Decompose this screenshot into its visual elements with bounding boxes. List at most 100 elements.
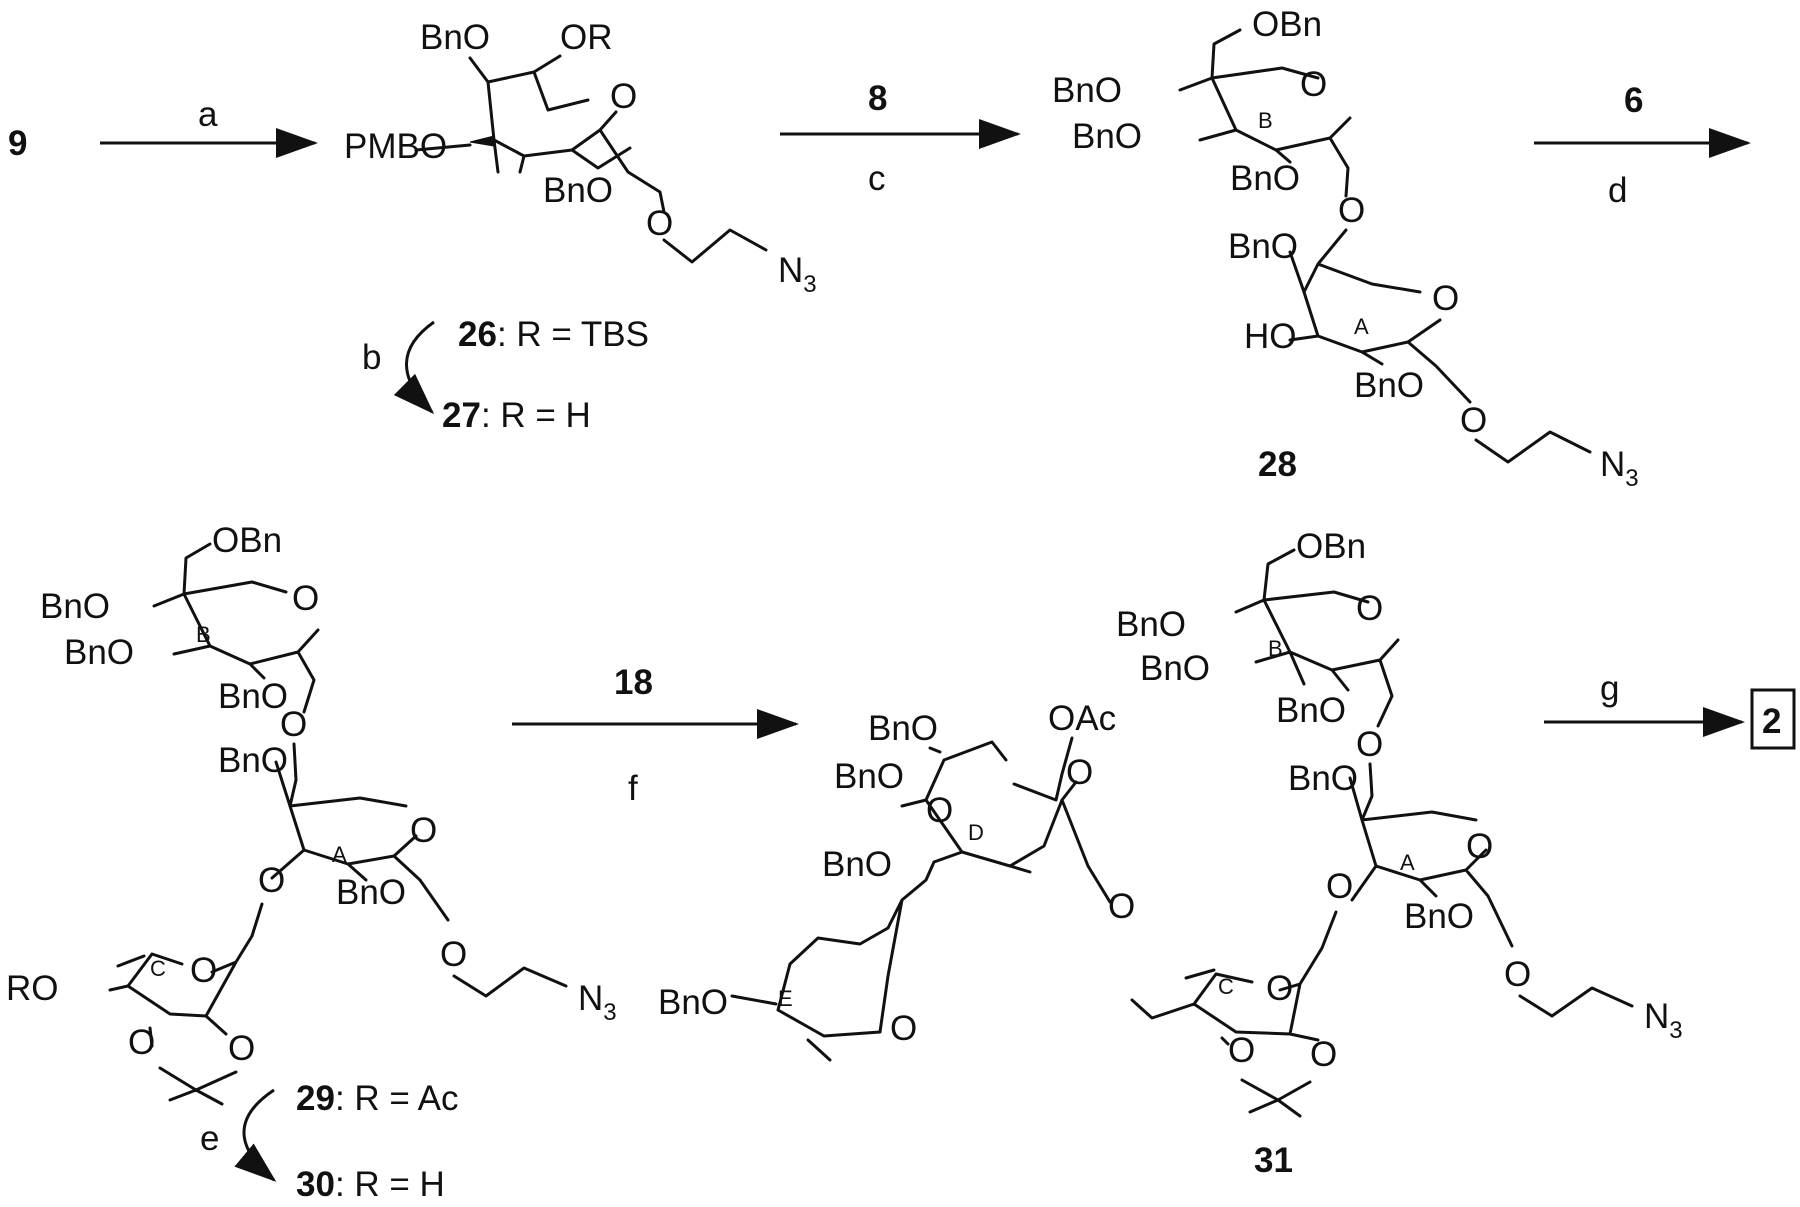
compound-30-label: 30 xyxy=(296,1165,335,1204)
product-2-label: 2 xyxy=(1762,702,1781,741)
azide-subscript: 3 xyxy=(603,999,616,1026)
ring-a-label: A xyxy=(1354,314,1369,339)
azide-group: N3 xyxy=(578,979,617,1026)
bno-group: BnO xyxy=(543,171,613,210)
ho-group: HO xyxy=(1244,317,1297,356)
bno-group: BnO xyxy=(1116,605,1186,644)
azide-n: N xyxy=(1600,445,1625,484)
ring-d-label: D xyxy=(968,820,984,845)
anomeric-oxygen: O xyxy=(646,204,673,243)
compound-28-label: 28 xyxy=(1258,445,1297,484)
glycosidic-oxygen-c: O xyxy=(258,861,285,900)
obn-group: OBn xyxy=(212,521,282,560)
bno-group: BnO xyxy=(1230,159,1300,198)
bno-group: BnO xyxy=(218,741,288,780)
bno-group: BnO xyxy=(1140,649,1210,688)
oac-group: OAc xyxy=(1048,699,1116,738)
bno-group: BnO xyxy=(336,873,406,912)
obn-group: OBn xyxy=(1296,527,1366,566)
reagent-8-label: 8 xyxy=(868,79,887,118)
azide-group: N3 xyxy=(778,251,817,298)
compound-28-structure: OBn BnO BnO BnO BnO HO BnO O O O O B A N… xyxy=(1052,5,1639,492)
wedge-bond xyxy=(469,135,495,147)
anomeric-oxygen: O xyxy=(1504,955,1531,994)
ring-oxygen-b: O xyxy=(1356,589,1383,628)
acetonide-oxygen: O xyxy=(228,1029,255,1068)
compound-26-label: 26 xyxy=(458,315,497,354)
ring-oxygen-a: O xyxy=(410,811,437,850)
glycosidic-oxygen: O xyxy=(1356,725,1383,764)
reagent-g-label: g xyxy=(1600,669,1619,708)
glycosidic-oxygen-d: O xyxy=(926,791,953,830)
ring-c-label: C xyxy=(150,956,166,981)
bno-group: BnO xyxy=(868,709,938,748)
azide-subscript: 3 xyxy=(1669,1017,1682,1044)
azide-group: N3 xyxy=(1644,997,1683,1044)
ring-oxygen-e: O xyxy=(890,1009,917,1048)
ring-oxygen-b: O xyxy=(1300,65,1327,104)
product-2-box xyxy=(1750,688,1796,750)
ring-c-label: C xyxy=(1218,974,1234,999)
ring-oxygen-b: O xyxy=(292,579,319,618)
compound-31-structure: OBn BnO BnO BnO BnO BnO O O O O O O O O … xyxy=(658,527,1683,1118)
anomeric-oxygen: O xyxy=(440,935,467,974)
bno-group: BnO xyxy=(218,677,288,716)
compound-27-label: 27 xyxy=(442,396,481,435)
azide-n: N xyxy=(778,251,803,290)
bno-group: BnO xyxy=(1404,897,1474,936)
azide-n: N xyxy=(1644,997,1669,1036)
reagent-b-label: b xyxy=(362,338,381,377)
compound-26-structure: BnO OR PMBO BnO O O N3 xyxy=(344,18,817,298)
glycosidic-oxygen: O xyxy=(1338,191,1365,230)
definition-26: 26: R = TBS xyxy=(458,315,649,354)
ring-oxygen-a: O xyxy=(1432,279,1459,318)
definition-26-text: : R = TBS xyxy=(497,315,649,354)
definition-29-text: : R = Ac xyxy=(335,1079,459,1118)
obn-group: OBn xyxy=(1252,5,1322,44)
compound-29-label: 29 xyxy=(296,1079,335,1118)
definition-30-text: : R = H xyxy=(335,1165,445,1204)
azide-n: N xyxy=(578,979,603,1018)
reagent-a-label: a xyxy=(198,95,218,134)
compound-29-structure: OBn BnO BnO BnO BnO BnO RO O O O O O O O… xyxy=(6,521,617,1106)
azide-subscript: 3 xyxy=(1625,465,1638,492)
glycosidic-oxygen-c: O xyxy=(1326,867,1353,906)
ring-oxygen-d: O xyxy=(1066,753,1093,792)
bno-group: BnO xyxy=(40,587,110,626)
bno-group: BnO xyxy=(1354,366,1424,405)
or-group: OR xyxy=(560,18,613,57)
ro-group: RO xyxy=(6,969,59,1008)
bno-group: BnO xyxy=(1228,227,1298,266)
compound-9-label: 9 xyxy=(8,124,27,163)
definition-29: 29: R = Ac xyxy=(296,1079,458,1118)
bno-group: BnO xyxy=(1052,71,1122,110)
reagent-e-label: e xyxy=(200,1119,219,1158)
ring-a-label: A xyxy=(1400,850,1415,875)
reagent-f-label: f xyxy=(628,769,638,808)
reaction-arrow-e xyxy=(234,1088,277,1182)
bno-group: BnO xyxy=(834,757,904,796)
bno-group: BnO xyxy=(64,633,134,672)
definition-27-text: : R = H xyxy=(481,396,591,435)
definition-30: 30: R = H xyxy=(296,1165,445,1204)
bno-group: BnO xyxy=(822,845,892,884)
ring-oxygen-a: O xyxy=(1466,827,1493,866)
azide-subscript: 3 xyxy=(803,271,816,298)
reagent-c-label: c xyxy=(868,159,886,198)
ring-b-label: B xyxy=(1258,108,1273,133)
ring-oxygen: O xyxy=(610,77,637,116)
bno-group: BnO xyxy=(420,18,490,57)
acetonide-oxygen: O xyxy=(1310,1035,1337,1074)
azide-group: N3 xyxy=(1600,445,1639,492)
glycosidic-oxygen-dc: O xyxy=(1108,887,1135,926)
bno-group: BnO xyxy=(1276,691,1346,730)
pmbo-group: PMBO xyxy=(344,127,447,166)
bno-group: BnO xyxy=(1072,117,1142,156)
reagent-18-label: 18 xyxy=(614,663,653,702)
reagent-6-label: 6 xyxy=(1624,81,1643,120)
acetonide-oxygen: O xyxy=(1228,1031,1255,1070)
definition-27: 27: R = H xyxy=(442,396,591,435)
reaction-arrow-b xyxy=(393,320,435,415)
anomeric-oxygen: O xyxy=(1460,401,1487,440)
